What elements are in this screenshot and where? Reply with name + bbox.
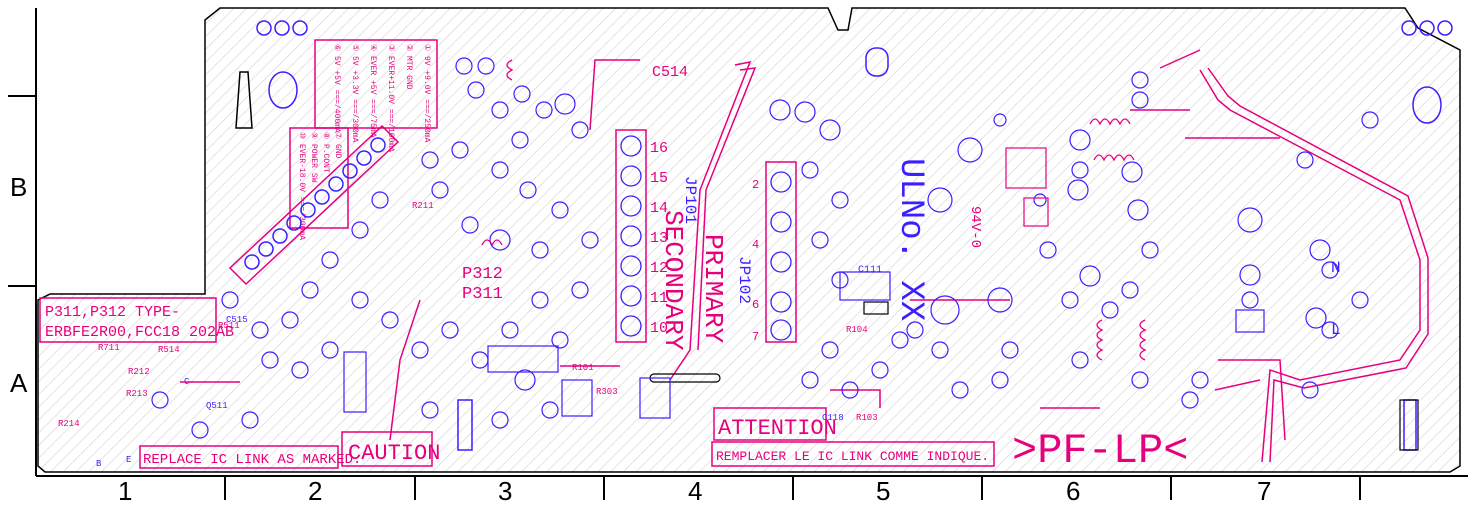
attention-label: ATTENTION xyxy=(713,407,837,441)
model-label: ULNo. XX xyxy=(891,158,929,321)
copper-traces xyxy=(180,49,1429,463)
svg-text:16: 16 xyxy=(650,140,668,157)
connector-strip xyxy=(228,124,400,286)
svg-text:③ EVER+11.0V ===/100mA: ③ EVER+11.0V ===/100mA xyxy=(386,44,395,152)
mounting-holes xyxy=(256,20,1453,451)
svg-text:REPLACE IC LINK AS MARKED.: REPLACE IC LINK AS MARKED. xyxy=(143,452,361,468)
svg-text:REMPLACER LE IC LINK COMME IND: REMPLACER LE IC LINK COMME INDIQUE. xyxy=(716,449,989,464)
svg-text:R212: R212 xyxy=(128,367,150,377)
col-label-1: 1 xyxy=(118,476,132,506)
secondary-connector: 16 15 14 13 12 11 10 xyxy=(615,129,668,343)
type-note: P311,P312 TYPE- ERBFE2R00,FCC18 202AB xyxy=(39,297,234,343)
svg-text:⑦ GND: ⑦ GND xyxy=(333,132,342,159)
svg-text:⑧ P.CONT: ⑧ P.CONT xyxy=(321,132,330,173)
svg-text:C111: C111 xyxy=(858,265,882,276)
svg-text:C118: C118 xyxy=(822,413,844,423)
svg-text:⑤ 5V +3.3V ===/300mA: ⑤ 5V +3.3V ===/300mA xyxy=(350,44,359,143)
svg-text:2: 2 xyxy=(752,178,759,192)
svg-text:JP102: JP102 xyxy=(735,256,753,304)
svg-text:6: 6 xyxy=(752,298,759,312)
svg-text:13: 13 xyxy=(650,230,668,247)
svg-text:R104: R104 xyxy=(846,325,868,335)
svg-text:P312: P312 xyxy=(462,265,503,284)
svg-text:B: B xyxy=(96,459,102,469)
svg-text:P311,P312 TYPE-: P311,P312 TYPE- xyxy=(45,304,180,321)
col-label-5: 5 xyxy=(876,476,890,506)
svg-text:E: E xyxy=(126,455,131,465)
board-outline xyxy=(37,7,1461,473)
svg-text:14: 14 xyxy=(650,200,668,217)
svg-text:ERBFE2R00,FCC18 202AB: ERBFE2R00,FCC18 202AB xyxy=(45,324,234,341)
svg-text:R101: R101 xyxy=(572,363,594,373)
svg-text:ATTENTION: ATTENTION xyxy=(718,416,837,441)
svg-text:⑨ POWER SW: ⑨ POWER SW xyxy=(309,132,318,183)
svg-text:4: 4 xyxy=(752,238,759,252)
svg-text:10: 10 xyxy=(650,320,668,337)
svg-text:① 9V +9.0V ===/250mA: ① 9V +9.0V ===/250mA xyxy=(422,44,431,143)
svg-text:R711: R711 xyxy=(98,343,120,353)
svg-text:JP101: JP101 xyxy=(681,176,699,224)
svg-text:C514: C514 xyxy=(652,64,688,81)
svg-text:7: 7 xyxy=(752,330,759,344)
ul-mark: 94V-0 xyxy=(967,206,983,248)
svg-text:R103: R103 xyxy=(856,413,878,423)
col-label-7: 7 xyxy=(1257,476,1271,506)
col-label-3: 3 xyxy=(498,476,512,506)
row-label-a: A xyxy=(10,368,28,398)
col-label-6: 6 xyxy=(1066,476,1080,506)
col-label-2: 2 xyxy=(308,476,322,506)
slot-left xyxy=(235,71,253,129)
svg-text:R214: R214 xyxy=(58,419,80,429)
svg-text:② MTR GND: ② MTR GND xyxy=(404,44,413,90)
svg-text:P311: P311 xyxy=(462,285,503,304)
caution-label: CAUTION xyxy=(341,431,440,467)
components xyxy=(151,57,1419,451)
svg-text:R213: R213 xyxy=(126,389,148,399)
component-labels: C514 P312 P311 C111 C118 R103 R104 R303 … xyxy=(58,64,1341,469)
svg-text:12: 12 xyxy=(650,260,668,277)
connector-legend: ① 9V +9.0V ===/250mA ② MTR GND ③ EVER+11… xyxy=(314,39,438,152)
row-label-b: B xyxy=(10,172,27,202)
svg-text:11: 11 xyxy=(650,290,668,307)
primary-connector: 2 4 6 7 xyxy=(752,161,797,344)
svg-text:⑩ EVER-18.0V ===/300mA: ⑩ EVER-18.0V ===/300mA xyxy=(297,132,306,240)
svg-text:15: 15 xyxy=(650,170,668,187)
svg-text:R511: R511 xyxy=(218,321,240,331)
col-label-4: 4 xyxy=(688,476,702,506)
secondary-label: SECONDARY xyxy=(658,210,688,351)
grid-frame xyxy=(8,8,1468,500)
replace-note: REPLACE IC LINK AS MARKED. xyxy=(139,445,361,469)
board-name-label: >PF-LP< xyxy=(1012,427,1188,475)
svg-text:N: N xyxy=(1331,259,1341,277)
svg-text:R514: R514 xyxy=(158,345,180,355)
svg-text:C515: C515 xyxy=(226,315,248,325)
inductors xyxy=(481,59,1147,361)
svg-text:L: L xyxy=(1331,321,1341,339)
svg-text:⑥ 5V +5V ===/400mA: ⑥ 5V +5V ===/400mA xyxy=(332,44,341,133)
svg-text:R211: R211 xyxy=(412,201,434,211)
svg-text:Q511: Q511 xyxy=(206,401,228,411)
svg-text:④ EVER +5V ===/75mA: ④ EVER +5V ===/75mA xyxy=(368,44,377,138)
svg-text:R303: R303 xyxy=(596,387,618,397)
svg-text:CAUTION: CAUTION xyxy=(348,441,440,466)
remplacer-note: REMPLACER LE IC LINK COMME INDIQUE. xyxy=(711,441,995,467)
